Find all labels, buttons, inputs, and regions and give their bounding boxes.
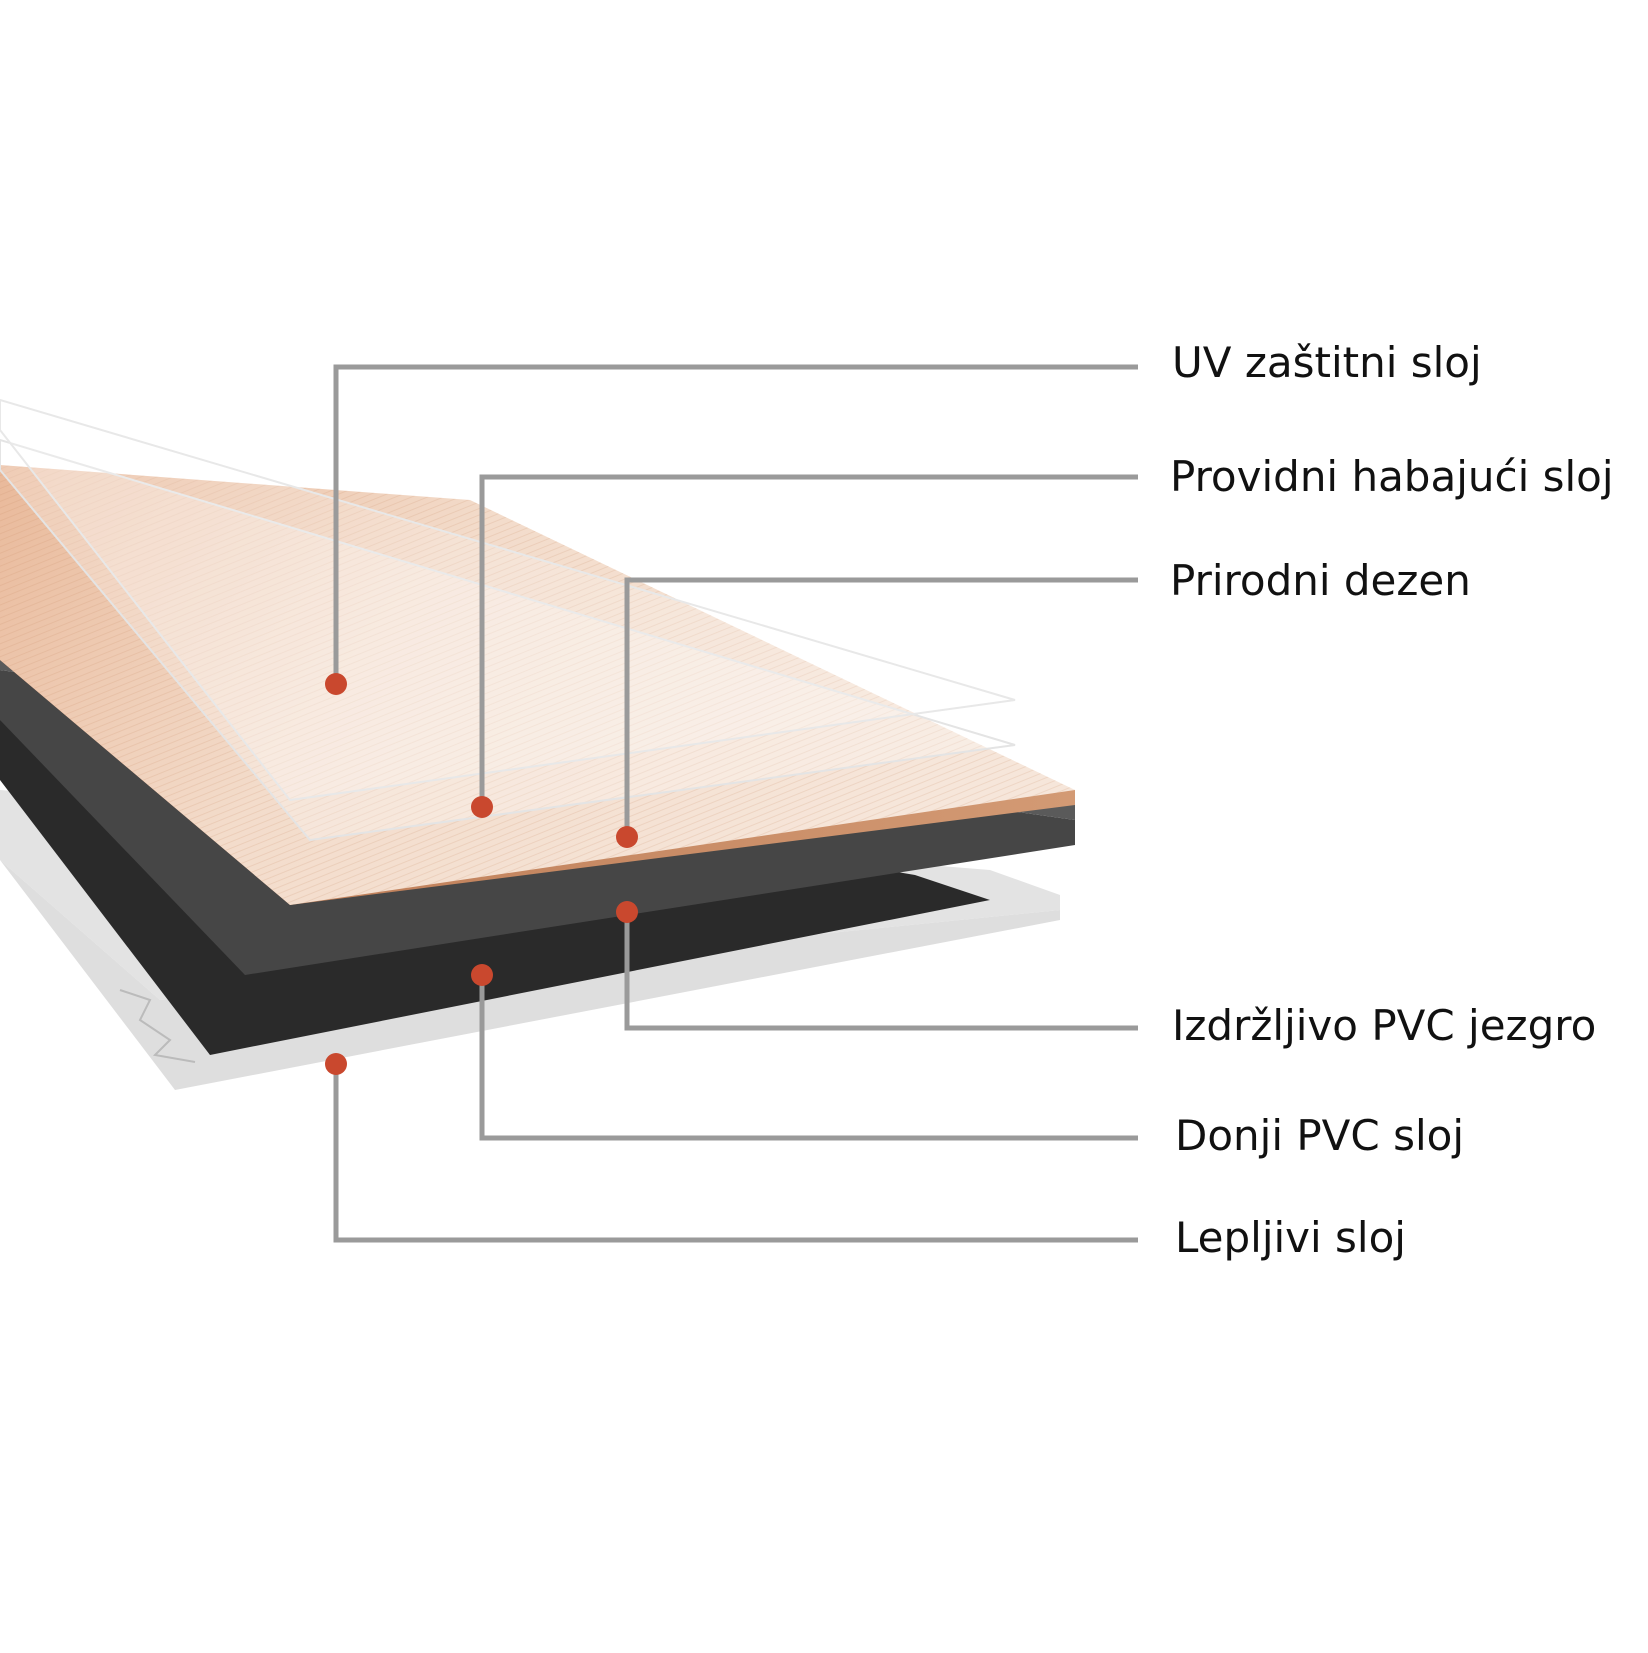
label-adhesive-layer: Lepljivi sloj bbox=[1175, 1213, 1406, 1262]
label-uv-protective-layer: UV zaštitni sloj bbox=[1172, 338, 1482, 387]
marker-dot-core bbox=[616, 901, 638, 923]
marker-dots bbox=[325, 673, 638, 1075]
leader-line-decor bbox=[624, 577, 1138, 837]
leader-line-wear bbox=[479, 474, 1138, 807]
click-profile-outline bbox=[119, 989, 196, 1063]
label-natural-pattern: Prirodni dezen bbox=[1170, 556, 1471, 605]
marker-dot-bottom bbox=[471, 964, 493, 986]
wear-layer-shape bbox=[0, 438, 1016, 842]
label-transparent-wear-layer: Providni habajući sloj bbox=[1170, 452, 1614, 501]
marker-dot-adhesive bbox=[325, 1053, 347, 1075]
label-bottom-pvc-layer: Donji PVC sloj bbox=[1175, 1111, 1464, 1160]
leader-line-adhesive bbox=[333, 1064, 1138, 1243]
uv-layer-shape bbox=[0, 398, 1016, 802]
leader-line-uv bbox=[333, 364, 1138, 684]
marker-dot-wear bbox=[471, 796, 493, 818]
marker-dot-decor bbox=[616, 826, 638, 848]
decor-layer-grain bbox=[0, 465, 1075, 905]
marker-dot-uv bbox=[325, 673, 347, 695]
label-pvc-core: Izdržljivo PVC jezgro bbox=[1172, 1001, 1597, 1050]
leader-lines bbox=[333, 364, 1138, 1243]
leader-line-core bbox=[624, 912, 1138, 1031]
leader-line-bottom bbox=[479, 975, 1138, 1141]
